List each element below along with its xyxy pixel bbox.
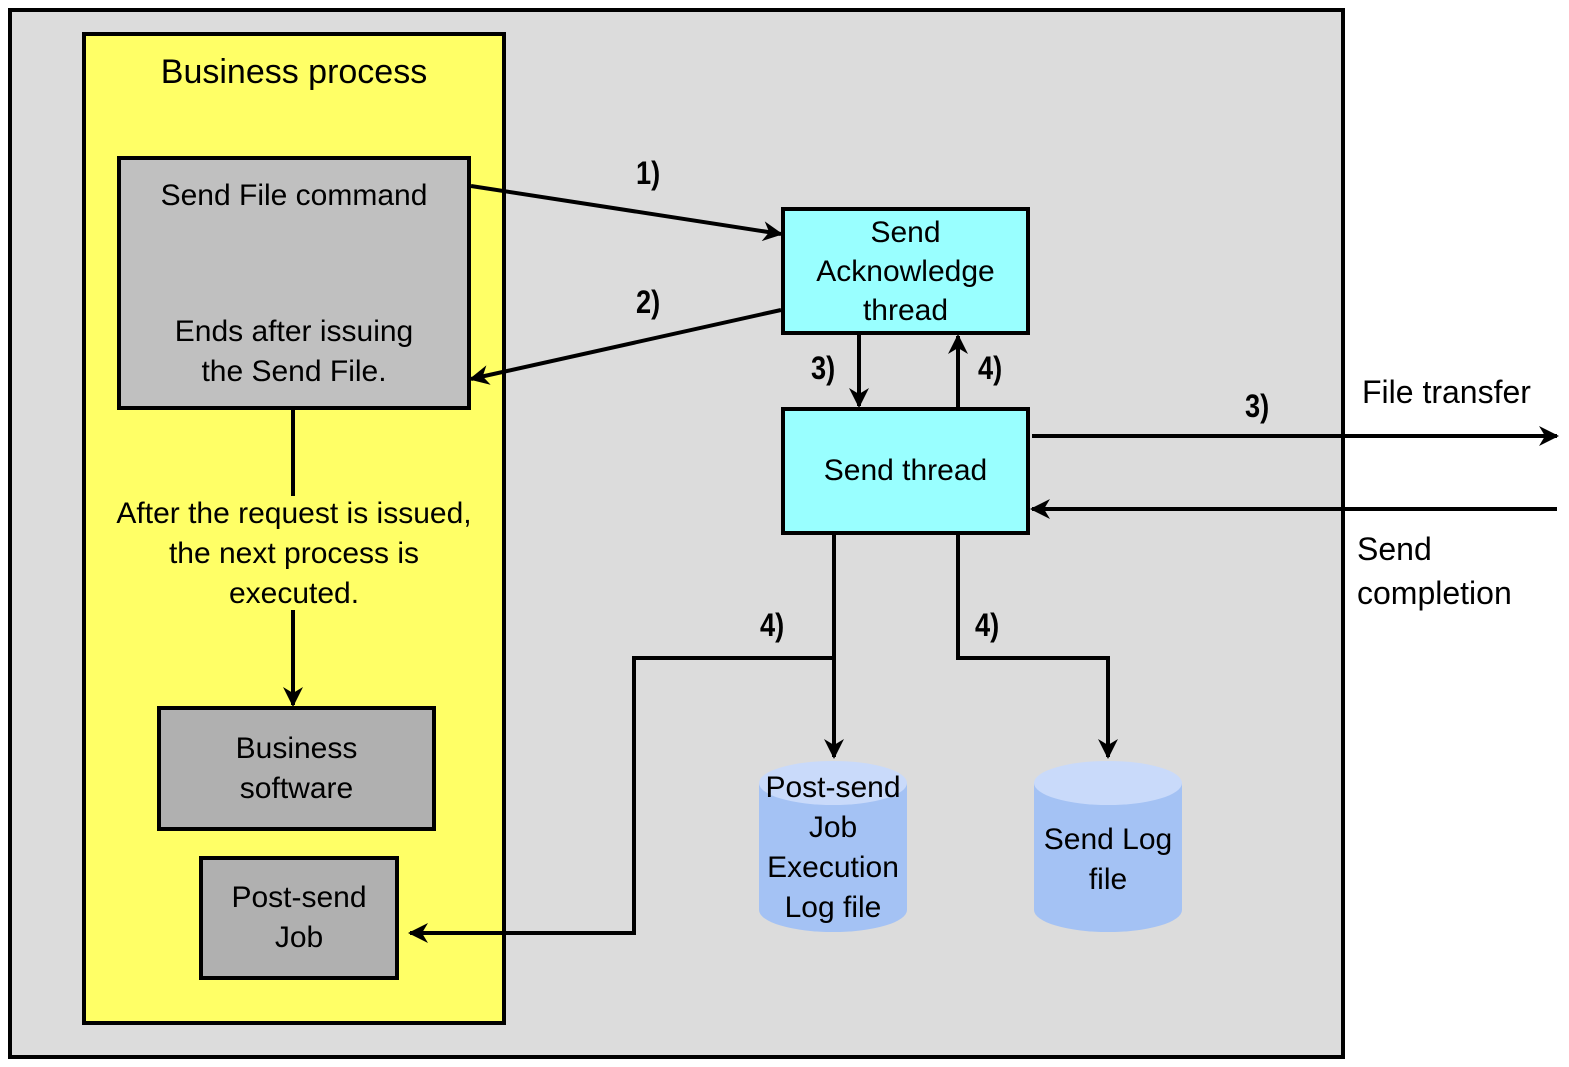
send-file-command-box[interactable]: Send File command Ends after issuing the… xyxy=(117,156,471,410)
send-log-cylinder[interactable] xyxy=(1034,761,1182,932)
send-acknowledge-thread-box[interactable]: Send Acknowledge thread xyxy=(781,207,1030,335)
business-process-title: Business process xyxy=(160,53,428,91)
business-software-line2: software xyxy=(239,771,354,805)
send-completion-label-line1: Send xyxy=(1357,531,1432,567)
file-transfer-label: File transfer xyxy=(1362,374,1531,410)
flow-note-line1: After the request is issued, xyxy=(116,497,472,530)
exec-log-line3: Execution xyxy=(767,851,899,884)
send-thread-label: Send thread xyxy=(823,454,988,487)
post-send-job-line1: Post-send xyxy=(231,881,367,914)
business-software-box[interactable]: Business software xyxy=(157,706,436,831)
exec-log-cylinder[interactable] xyxy=(759,761,907,932)
step-label-4-up: 4) xyxy=(978,350,1003,386)
send-file-command-note-line1: Ends after issuing xyxy=(174,315,414,348)
send-completion-label-line2: completion xyxy=(1357,575,1512,611)
flow-note: After the request is issued, the next pr… xyxy=(86,494,502,614)
step-label-3-down: 3) xyxy=(811,350,836,386)
send-ack-line2: Acknowledge xyxy=(816,254,995,288)
step-label-4-left: 4) xyxy=(760,607,785,643)
post-send-job-box[interactable]: Post-send Job xyxy=(199,856,399,980)
exec-log-line1: Post-send xyxy=(765,771,901,804)
send-ack-line3: thread xyxy=(862,293,949,327)
post-send-job-line2: Job xyxy=(274,921,324,954)
send-file-command-note-line2: the Send File. xyxy=(201,355,387,388)
step-label-1: 1) xyxy=(636,155,661,191)
send-file-command-title: Send File command xyxy=(160,179,428,212)
exec-log-line2: Job xyxy=(808,811,858,844)
exec-log-label: Post-send Job Execution Log file xyxy=(745,768,921,928)
arrow-step1 xyxy=(470,184,783,242)
arrow-to-post-send-job xyxy=(408,656,834,943)
send-log-line2: file xyxy=(1088,863,1128,896)
step-label-2: 2) xyxy=(636,284,661,320)
send-log-label: Send Log file xyxy=(1020,820,1196,900)
step-label-4-right: 4) xyxy=(975,607,1000,643)
arrow-to-send-log xyxy=(956,535,1118,759)
flow-note-line2: the next process is xyxy=(168,537,420,570)
step-label-3-transfer: 3) xyxy=(1245,388,1270,424)
arrow-step2 xyxy=(469,308,782,385)
send-ack-line1: Send xyxy=(870,215,941,249)
exec-log-line4: Log file xyxy=(784,891,882,924)
send-thread-box[interactable]: Send thread xyxy=(781,407,1030,535)
business-software-line1: Business xyxy=(235,731,358,765)
send-log-line1: Send Log xyxy=(1043,823,1173,856)
flow-note-line3: executed. xyxy=(228,577,360,610)
